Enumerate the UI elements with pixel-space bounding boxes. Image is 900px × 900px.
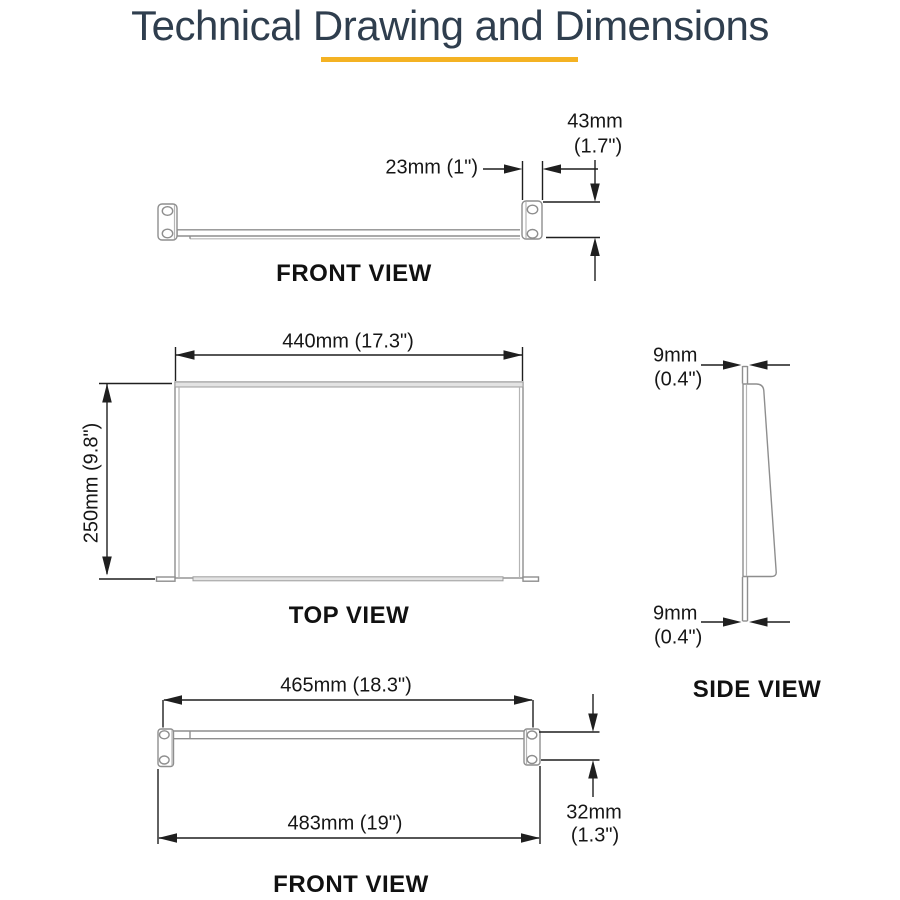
mounting-hole	[526, 730, 538, 740]
dim-front-lip-mm: 9mm	[653, 344, 698, 367]
top-view-label: TOP VIEW	[288, 602, 410, 629]
dim-hole-vertical-in: (1.3")	[570, 824, 620, 847]
dim-hole-vertical-mm: 32mm	[566, 801, 622, 824]
front-view-top-label: FRONT VIEW	[276, 260, 432, 287]
mounting-hole	[158, 730, 170, 740]
mounting-hole	[158, 755, 170, 765]
mounting-hole	[161, 205, 174, 216]
front-view-bottom-object	[157, 728, 541, 768]
side-view-label: SIDE VIEW	[692, 676, 822, 703]
mounting-hole	[161, 228, 174, 239]
ear-tab-left	[155, 576, 176, 582]
side-view-dimensions	[701, 360, 790, 627]
dim-rear-lip-mm: 9mm	[653, 602, 698, 625]
dim-rear-lip-in: (0.4")	[654, 626, 703, 649]
mounting-hole	[526, 754, 538, 765]
dim-ear-width: 23mm (1")	[385, 156, 478, 179]
front-view-bottom-dimensions	[157, 694, 600, 844]
mounting-hole	[526, 228, 539, 239]
mounting-hole	[526, 204, 539, 215]
dim-shelf-depth: 250mm (9.8")	[80, 422, 103, 544]
dim-total-width: 483mm (19")	[287, 812, 403, 835]
top-view-object	[155, 381, 540, 582]
dim-ear-height-in: (1.7")	[573, 135, 623, 158]
dim-shelf-width: 440mm (17.3")	[282, 330, 414, 353]
front-view-bottom-label: FRONT VIEW	[273, 871, 429, 898]
ear-tab-right	[522, 576, 540, 582]
front-view-top-object	[157, 200, 543, 241]
dim-ear-height-mm: 43mm	[567, 110, 623, 133]
title-accent-underline	[321, 57, 578, 62]
top-view-dimensions	[99, 347, 524, 580]
dim-hole-spacing: 465mm (18.3")	[280, 674, 412, 697]
front-view-top-dimensions	[483, 160, 600, 281]
page-title: Technical Drawing and Dimensions	[131, 2, 769, 49]
side-view-object	[741, 365, 777, 622]
dim-front-lip-in: (0.4")	[654, 368, 703, 391]
